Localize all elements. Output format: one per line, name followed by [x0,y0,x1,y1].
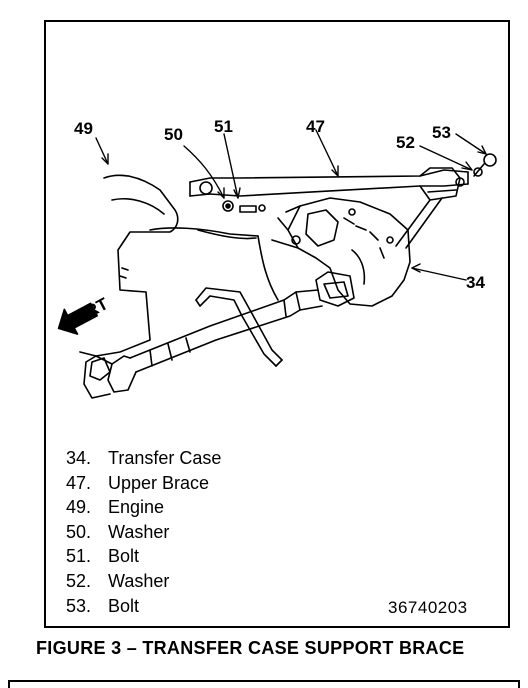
bottom-rule [8,680,520,688]
legend-label: Washer [108,521,170,542]
callout-51: 51 [214,117,233,136]
legend-number: 50. [66,521,92,542]
leader-lines [95,129,487,281]
legend-item: 34. Transfer Case [66,446,221,471]
callout-50: 50 [164,125,183,144]
legend-item: 50. Washer [66,520,221,545]
propeller-shaft-drawing [83,289,323,399]
figure-frame [44,20,510,628]
frt-label: FRT [73,294,112,327]
figure-id: 36740203 [388,598,468,617]
transfer-case-diagram: 49 50 51 47 52 53 34 FRT [57,117,497,399]
legend-label: Upper Brace [108,472,210,493]
callout-34: 34 [466,273,485,292]
legend-label: Bolt [108,546,140,567]
washer-50-drawing [222,200,234,212]
legend-number: 49. [66,497,92,518]
legend-number: 47. [66,472,92,493]
legend-number: 51. [66,546,92,567]
washer-52-drawing [473,167,483,177]
callout-53: 53 [432,123,451,142]
legend-label: Bolt [108,595,140,616]
legend-number: 53. [66,595,92,616]
callout-49: 49 [74,119,93,138]
legend-item: 49. Engine [66,495,221,520]
transfer-case-drawing [271,197,411,307]
legend-label: Engine [108,497,165,518]
bolt-51-drawing [239,204,266,213]
parts-legend: 34. Transfer Case 47. Upper Brace 49. En… [66,446,221,618]
callout-47: 47 [306,117,325,136]
legend-number: 34. [66,448,92,468]
legend-number: 52. [66,570,92,591]
legend-item: 53. Bolt [66,594,221,619]
figure-caption: FIGURE 3 – TRANSFER CASE SUPPORT BRACE [36,638,465,658]
legend-label: Transfer Case [108,448,222,468]
legend-label: Washer [108,570,170,591]
legend-item: 51. Bolt [66,544,221,569]
upper-brace-drawing [189,167,469,249]
front-arrow [57,302,98,335]
engine-drawing [79,174,279,357]
legend-item: 52. Washer [66,569,221,594]
callout-52: 52 [396,133,415,152]
bolt-53-drawing [473,153,497,177]
bent-tube-drawing [195,287,283,367]
legend-item: 47. Upper Brace [66,471,221,496]
